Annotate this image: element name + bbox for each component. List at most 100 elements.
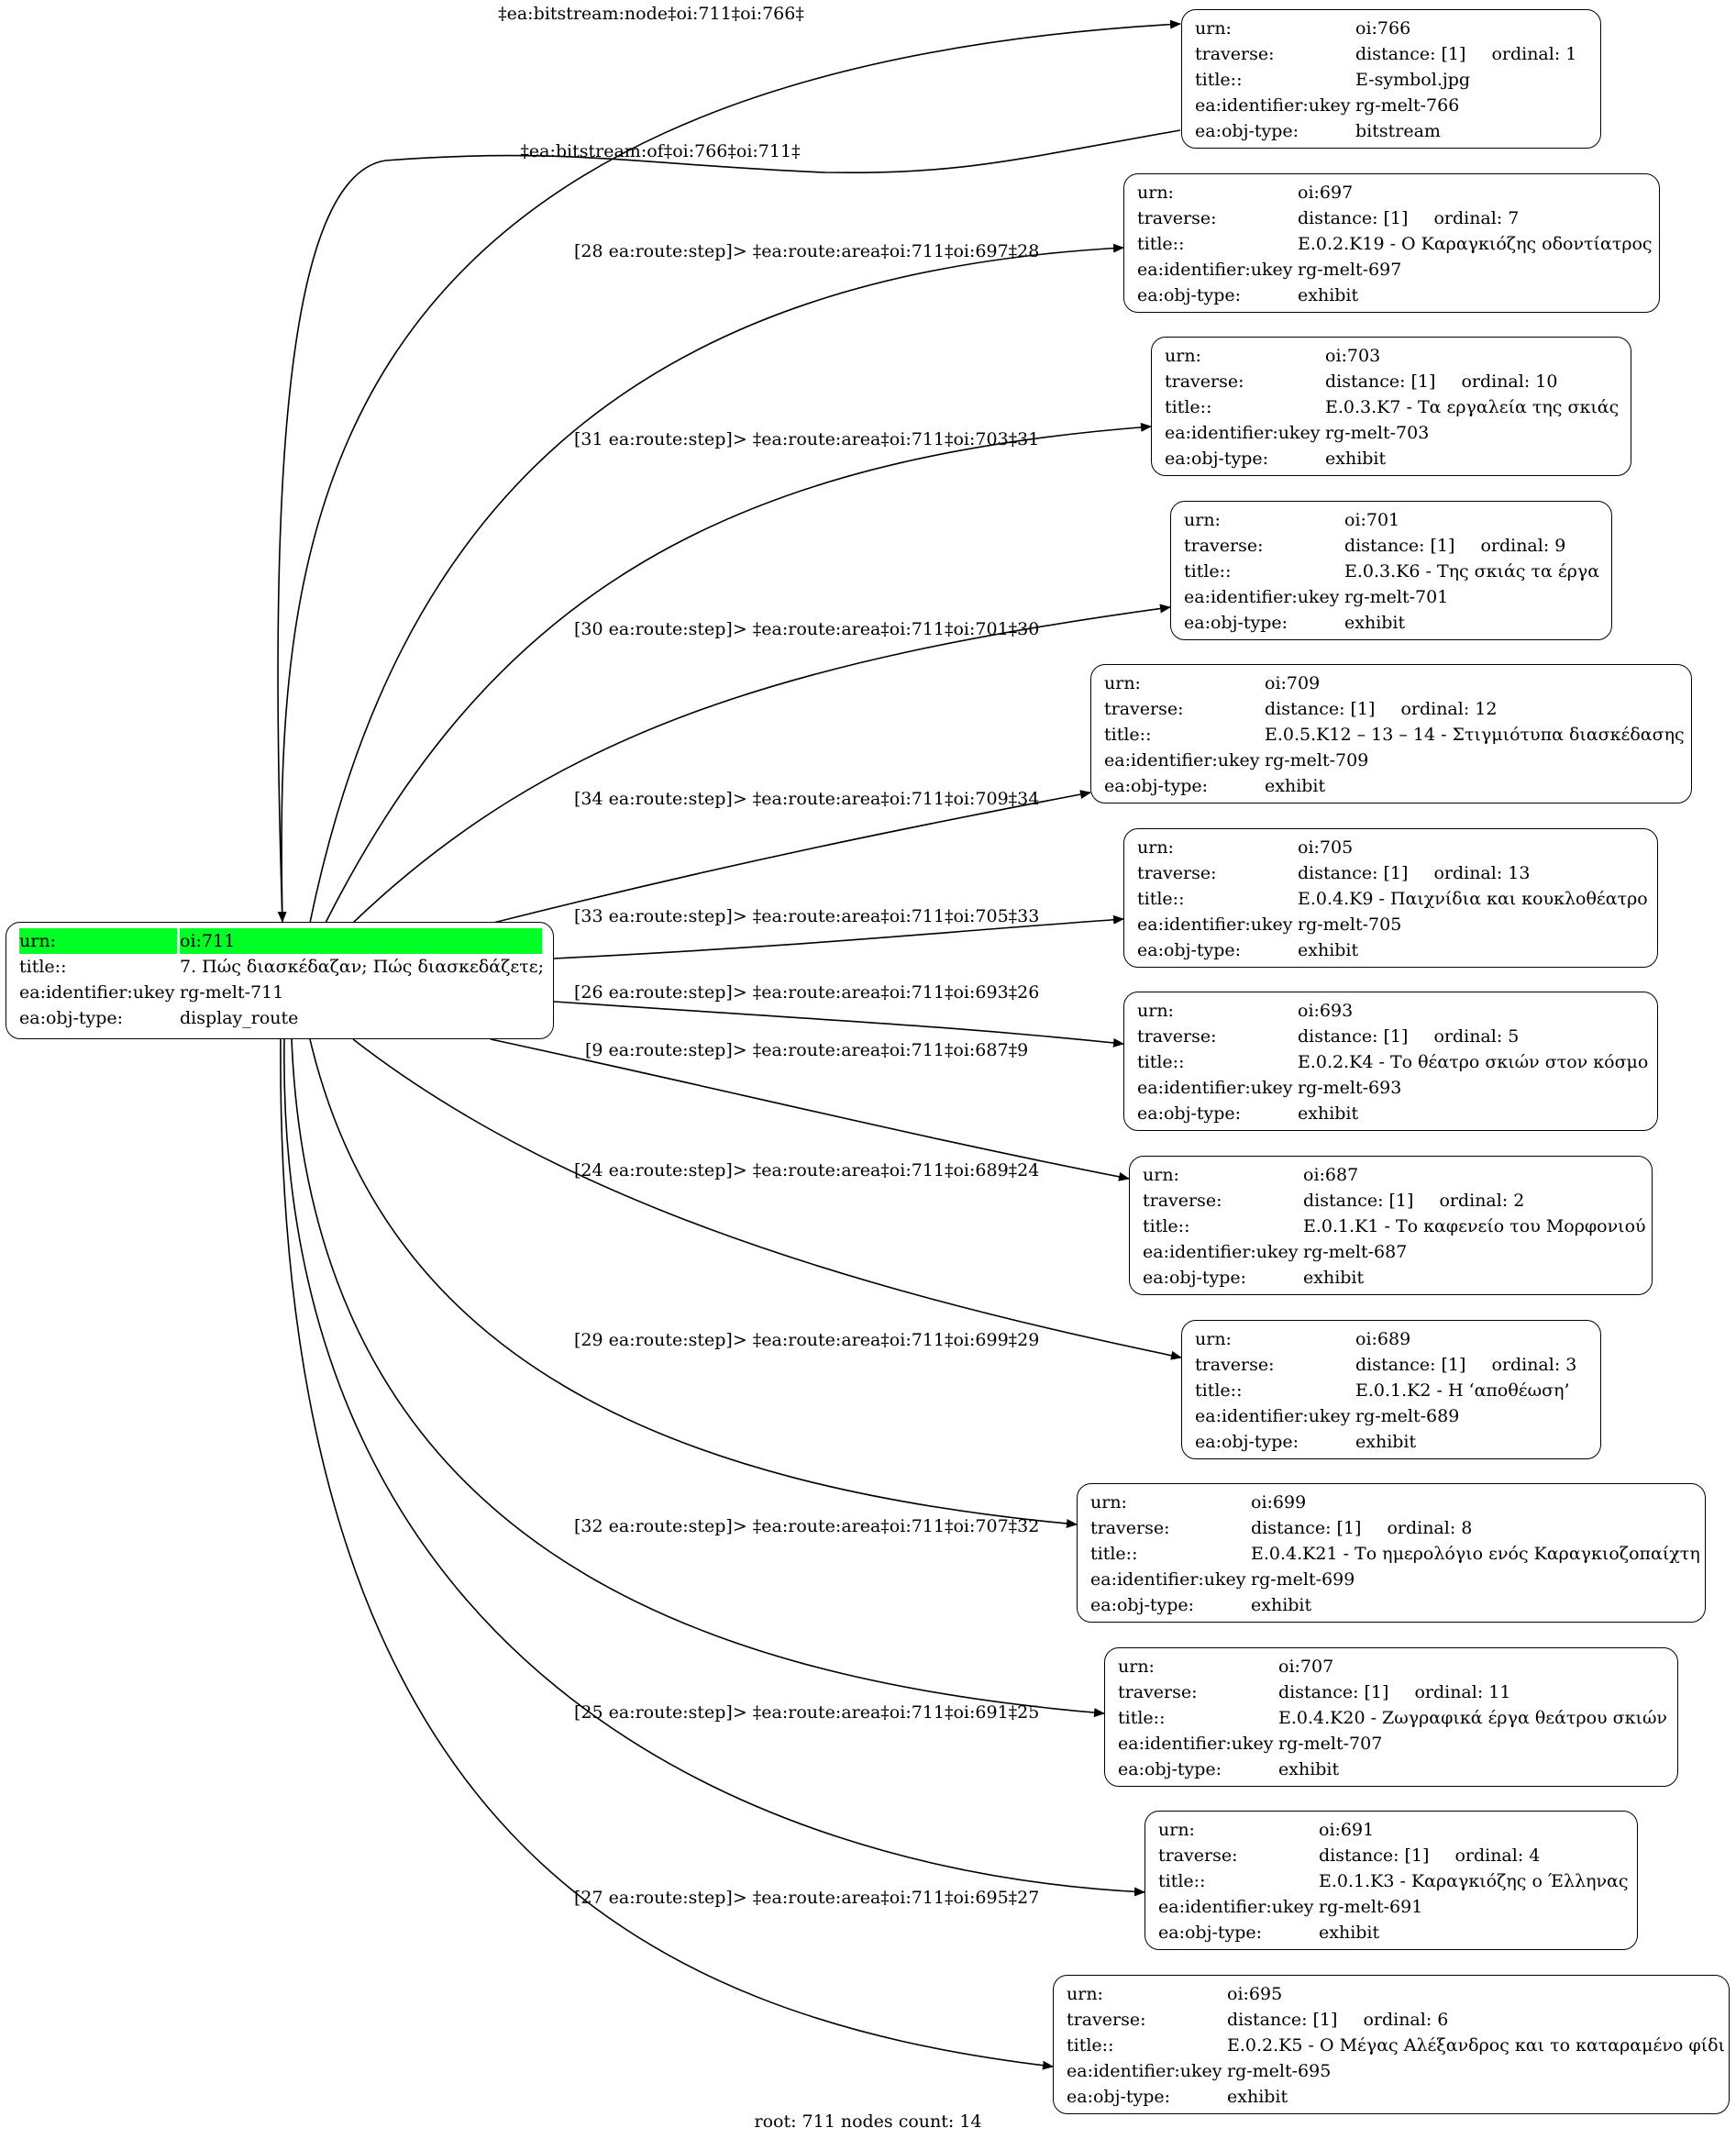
- title-row: title::E.0.4.K9 - Παιχνίδια και κουκλοθέ…: [1137, 886, 1657, 912]
- urn-row: urn:oi:697: [1137, 180, 1659, 205]
- title-text: E.0.2.K19 - Ο Καραγκιόζης οδοντίατρος: [1298, 234, 1653, 254]
- title-value: E.0.1.K3 - Καραγκιόζης ο Έλληνας: [1319, 1868, 1629, 1894]
- traverse-ordinal: ordinal: 7: [1433, 208, 1520, 228]
- urn-value: oi:703: [1325, 343, 1380, 369]
- title-value: E.0.1.K1 - Το καφενείο του Μορφονιού: [1303, 1214, 1646, 1239]
- root-field-text: oi:711: [180, 931, 236, 951]
- traverse-text: distance: [1]: [1303, 1191, 1414, 1211]
- urn-text: oi:689: [1355, 1329, 1411, 1349]
- traverse-text: distance: [1]: [1278, 1682, 1389, 1702]
- edge-root-n691: [283, 1038, 1145, 1897]
- obj-type-value: exhibit: [1303, 1265, 1364, 1291]
- obj-type-value: exhibit: [1298, 283, 1358, 308]
- edge-root-n709: [492, 790, 1091, 924]
- traverse-text: distance: [1]: [1298, 863, 1409, 883]
- obj-type-text: exhibit: [1278, 1759, 1340, 1779]
- traverse-ordinal: ordinal: 3: [1491, 1355, 1577, 1375]
- edge-label: [26 ea:route:step]> ‡ea:route:area‡oi:71…: [574, 982, 1039, 1003]
- ukey-value: rg-melt-687: [1303, 1239, 1407, 1265]
- traverse-ordinal: ordinal: 8: [1387, 1518, 1473, 1538]
- traverse-ordinal: ordinal: 6: [1363, 2010, 1449, 2030]
- root-field-key: title::: [19, 957, 67, 977]
- edge-label: ‡ea:bitstream:of‡oi:766‡oi:711‡: [520, 141, 800, 161]
- obj-type-value: exhibit: [1355, 1429, 1416, 1455]
- title-row: title::E.0.2.K19 - Ο Καραγκιόζης οδοντία…: [1137, 231, 1659, 257]
- edge-label: [25 ea:route:step]> ‡ea:route:area‡oi:71…: [574, 1702, 1039, 1723]
- ukey-text: rg-melt-709: [1265, 750, 1369, 770]
- traverse-ordinal: ordinal: 2: [1439, 1191, 1525, 1211]
- obj-type-value: exhibit: [1344, 610, 1405, 636]
- traverse-key: traverse:: [1118, 1682, 1198, 1702]
- title-value: E.0.4.K9 - Παιχνίδια και κουκλοθέατρο: [1298, 886, 1648, 912]
- ukey-value: rg-melt-766: [1355, 93, 1459, 118]
- title-key: title::: [1158, 1871, 1206, 1891]
- urn-text: oi:691: [1319, 1820, 1375, 1840]
- obj-type-text: exhibit: [1319, 1923, 1380, 1943]
- urn-row: urn: oi:691: [1158, 1817, 1637, 1843]
- traverse-key: traverse:: [1143, 1191, 1222, 1211]
- ukey-text: rg-melt-689: [1355, 1406, 1460, 1426]
- title-key: title::: [1090, 1544, 1138, 1564]
- title-row: title::E.0.2.K5 - Ο Μέγας Αλέξανδρος και…: [1067, 2033, 1729, 2058]
- traverse-row: traverse:distance: [1]ordinal: 10: [1165, 369, 1631, 394]
- title-text: E.0.1.K1 - Το καφενείο του Μορφονιού: [1303, 1216, 1646, 1236]
- obj-type-row: ea:obj-type:exhibit: [1165, 446, 1631, 471]
- obj-type-text: bitstream: [1355, 121, 1441, 141]
- ukey-key: ea:identifier:ukey: [1090, 1569, 1246, 1590]
- traverse-ordinal: ordinal: 10: [1461, 371, 1558, 392]
- ukey-key: ea:identifier:ukey: [1195, 1406, 1351, 1426]
- title-text: E.0.3.K6 - Της σκιάς τα έργα: [1344, 561, 1600, 582]
- root-field-row: ea:obj-type: display_route: [19, 1005, 553, 1031]
- root-field-text: rg-melt-711: [180, 982, 284, 1003]
- urn-key: urn:: [1158, 1820, 1195, 1840]
- traverse-row: traverse: distance: [1]ordinal: 11: [1118, 1679, 1677, 1705]
- title-text: E.0.4.K21 - Το ημερολόγιο ενός Καραγκιοζ…: [1251, 1544, 1700, 1564]
- title-key: title::: [1067, 2035, 1114, 2056]
- traverse-value: distance: [1]ordinal: 3: [1355, 1352, 1576, 1378]
- urn-text: oi:766: [1355, 18, 1411, 39]
- title-text: E.0.3.K7 - Τα εργαλεία της σκιάς: [1325, 397, 1620, 417]
- title-row: title::E.0.4.K20 - Ζωγραφικά έργα θεάτρο…: [1118, 1705, 1677, 1731]
- obj-type-text: exhibit: [1227, 2087, 1288, 2107]
- title-row: title::E.0.3.K6 - Της σκιάς τα έργα: [1184, 559, 1611, 584]
- title-key: title::: [1137, 1052, 1185, 1072]
- urn-value: oi:687: [1303, 1162, 1358, 1188]
- urn-value: oi:766: [1355, 16, 1410, 41]
- traverse-value: distance: [1]ordinal: 5: [1298, 1024, 1519, 1049]
- title-value: E.0.4.K20 - Ζωγραφικά έργα θεάτρου σκιών: [1278, 1705, 1667, 1731]
- traverse-key: traverse:: [1195, 44, 1275, 64]
- title-value: E.0.3.K7 - Τα εργαλεία της σκιάς: [1325, 394, 1619, 420]
- root-field-key: ea:obj-type:: [19, 1008, 124, 1028]
- traverse-row: traverse:distance: [1]ordinal: 1: [1195, 41, 1600, 67]
- traverse-value: distance: [1]ordinal: 11: [1278, 1679, 1510, 1705]
- urn-row: urn:oi:689: [1195, 1326, 1600, 1352]
- root-field-text: 7. Πώς διασκέδαζαν; Πώς διασκεδάζετε;: [180, 957, 545, 977]
- root-field-text: display_route: [180, 1008, 299, 1028]
- edge-root-n699: [309, 1038, 1078, 1528]
- traverse-text: distance: [1]: [1325, 371, 1436, 392]
- title-text: E.0.1.K2 - Η ‘αποθέωση’: [1355, 1380, 1570, 1401]
- traverse-text: distance: [1]: [1344, 536, 1455, 556]
- obj-type-value: exhibit: [1298, 937, 1358, 963]
- urn-value: oi:705: [1298, 835, 1353, 860]
- urn-row: urn:oi:705: [1137, 835, 1657, 860]
- traverse-ordinal: ordinal: 1: [1491, 44, 1577, 64]
